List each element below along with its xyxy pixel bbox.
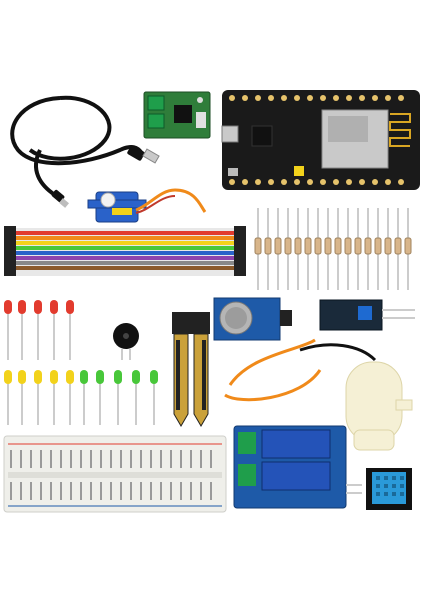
- small-sensor-module: [319, 299, 415, 331]
- yellow-led-set: [4, 369, 75, 426]
- breadboard: [3, 435, 227, 513]
- dual-relay-module: [233, 425, 362, 509]
- red-led-set: [4, 299, 75, 361]
- pump-wires: [224, 338, 377, 402]
- buzzer: [113, 323, 139, 360]
- dht11-sensor: [366, 468, 412, 510]
- usb-cable: [10, 95, 160, 208]
- servo-motor: [87, 188, 207, 223]
- gas-sensor-module: [213, 297, 292, 341]
- resistor-set: [254, 207, 412, 291]
- green-led-set: [80, 369, 159, 426]
- esp8266-nodemcu-board: [221, 90, 420, 190]
- jumper-wire-bundle: [4, 226, 246, 276]
- soil-moisture-probe: [172, 312, 210, 427]
- mini-water-pump: [345, 361, 413, 451]
- motor-driver-board: [143, 91, 211, 139]
